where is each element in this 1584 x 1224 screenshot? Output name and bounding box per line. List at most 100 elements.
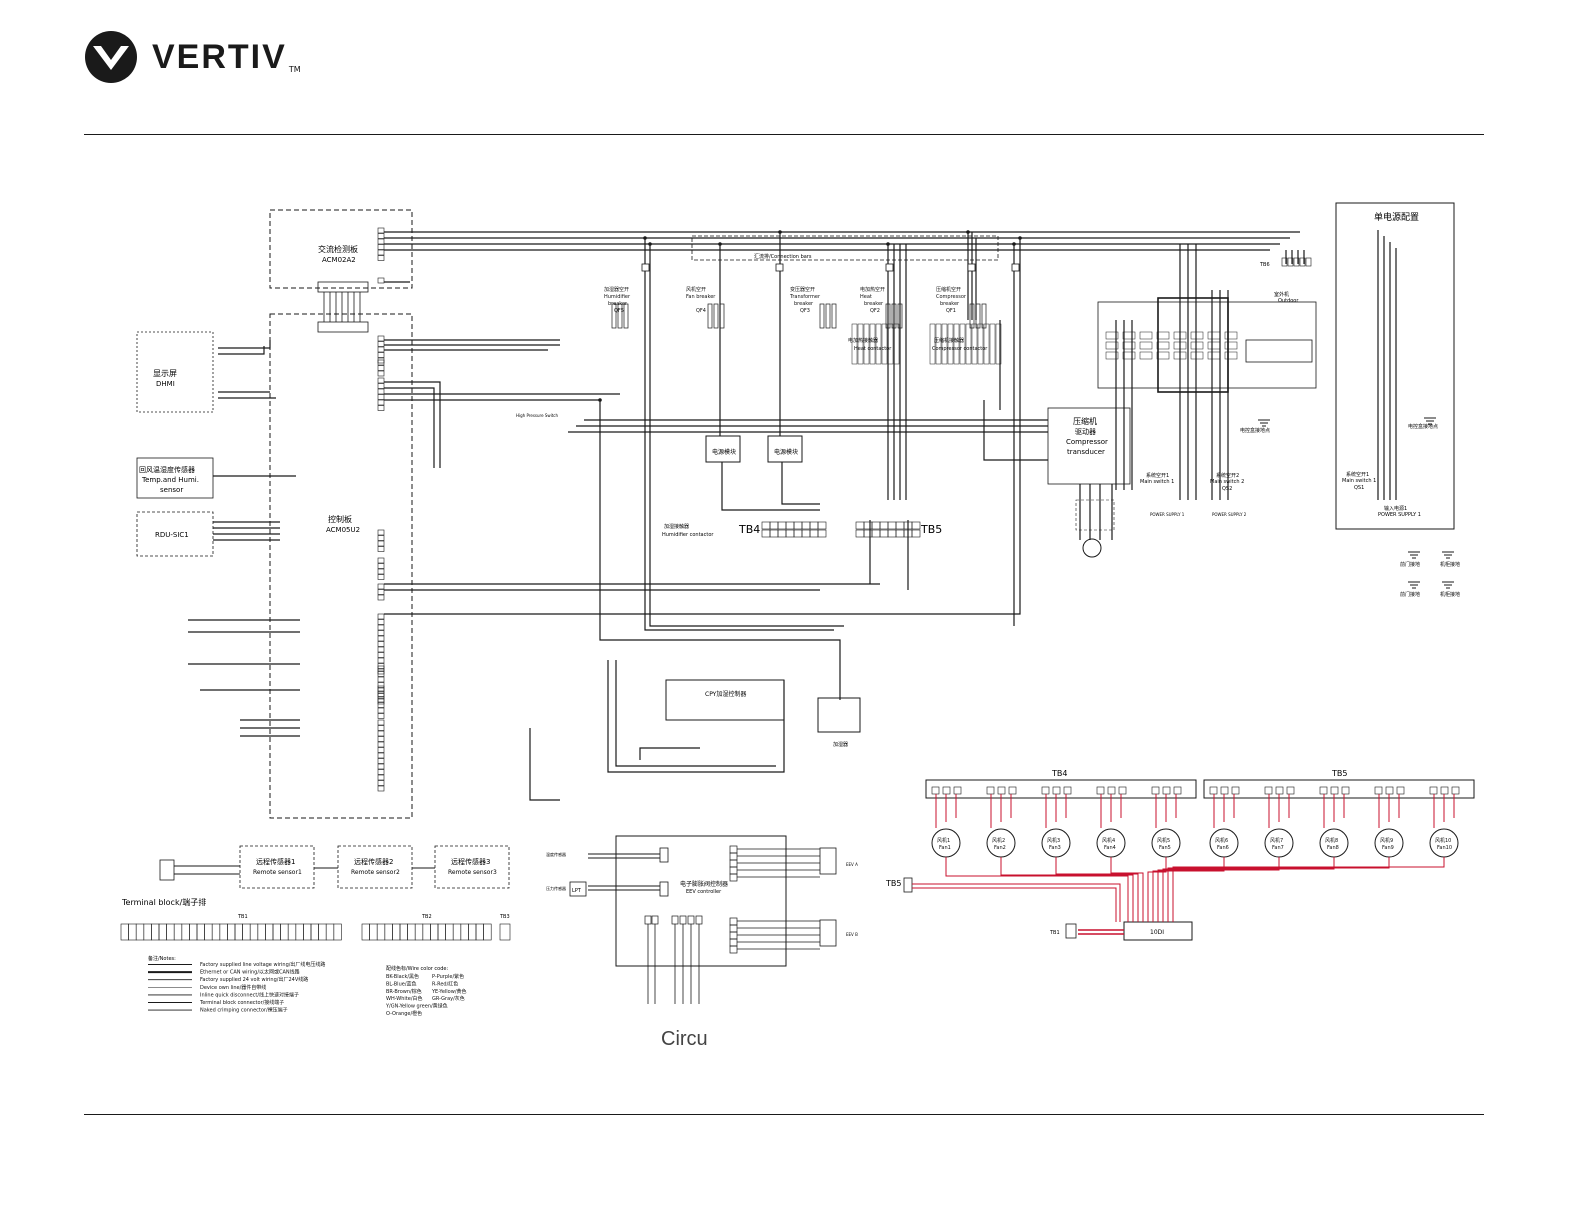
wire-segment	[983, 320, 1048, 461]
tb2-cell	[407, 923, 416, 941]
terminal-block-label: Terminal block/端子排	[121, 897, 206, 907]
fan-en-label: Fan7	[1272, 845, 1284, 851]
remote-sensor-2-title: 远程传感器2	[354, 857, 393, 866]
wire-junction	[966, 230, 970, 234]
comp-contactor-pole	[989, 323, 996, 365]
tb1-cell	[318, 923, 327, 941]
wire-junction	[648, 242, 652, 246]
tb4-terminal	[769, 529, 779, 538]
brand-name: VERTIV	[152, 37, 287, 76]
board-pin	[377, 785, 385, 792]
bus-terminal	[967, 263, 976, 272]
breaker-pole	[819, 303, 825, 329]
fan-power-wire	[1323, 794, 1345, 828]
wire-segment	[1079, 484, 1113, 540]
eev-a-pin	[729, 873, 738, 882]
acm-detect-board	[269, 209, 413, 819]
fan-signal-wire	[1152, 857, 1225, 922]
board-pin	[377, 665, 385, 672]
tb1-cell	[173, 923, 183, 941]
comp-contactor-pole	[983, 323, 990, 365]
tb5-terminal	[871, 529, 881, 538]
wire-junction	[778, 230, 782, 234]
main-switch1-en-label: Main switch 1	[1140, 479, 1174, 485]
breaker-en1: Fan breaker	[686, 294, 716, 300]
board-pin	[377, 568, 385, 575]
contact-cell	[1105, 351, 1119, 360]
tb5-small-terminal	[903, 877, 913, 893]
fan-signal-wire	[1110, 857, 1144, 922]
contact-cell	[1207, 341, 1221, 350]
board-pin	[377, 624, 385, 631]
pressure-sensor-label: 压力传感器	[546, 885, 566, 891]
tb2-cell	[468, 923, 477, 941]
heat-contactor-pole	[893, 323, 900, 365]
acm-detect-subtitle: ACM02A2	[322, 256, 356, 264]
board-pin	[377, 652, 385, 658]
tb4-terminal	[761, 529, 771, 538]
fan-signal-wire	[945, 857, 1129, 922]
wire-segment	[615, 660, 776, 767]
eev-bottom-pin	[679, 915, 687, 925]
breaker-tag: QF3	[800, 308, 810, 314]
wire-color-entry: O-Orange/橙色	[386, 1010, 422, 1017]
breaker-cn: 压缩机空开	[936, 286, 961, 293]
board-pin	[377, 741, 385, 748]
comp-contactor-pole	[977, 323, 984, 365]
breaker-pole	[611, 303, 617, 329]
breaker-cn: 变压器空开	[790, 286, 815, 293]
contact-cell	[1122, 351, 1136, 360]
fan-cn-label: 风机6	[1215, 837, 1228, 844]
tb1-cell	[128, 923, 137, 941]
contact-cell	[1139, 341, 1153, 350]
wire-junction	[598, 398, 602, 402]
board-pin	[377, 405, 385, 411]
board-pin	[377, 255, 385, 261]
fan-tb5-strip	[1203, 779, 1475, 799]
outdoor-terminal	[1245, 339, 1313, 363]
tb5-terminal	[879, 529, 889, 538]
fan-signal-wire	[1172, 857, 1445, 922]
wire-segment	[188, 619, 300, 691]
tb1-cell	[196, 923, 205, 941]
fan-en-label: Fan10	[1437, 845, 1452, 851]
main-switch1-label: 系统空开1	[1146, 472, 1169, 479]
temp-humi-subtitle: Temp.and Humi.	[141, 476, 199, 484]
comp-contactor-pole	[947, 323, 954, 365]
fan-terminal	[931, 786, 940, 795]
tb2-cell	[445, 923, 454, 941]
tb4-terminal	[809, 521, 819, 530]
wire-segment	[967, 232, 977, 320]
tb1-cell	[135, 923, 145, 941]
board-pin	[377, 388, 385, 395]
comp-trans-line2: 驱动器	[1075, 427, 1096, 436]
fan-terminal	[1319, 786, 1328, 795]
tb1-cell	[219, 923, 228, 941]
fan-terminal	[1209, 786, 1218, 795]
tb1-cell	[204, 923, 213, 941]
fan-tb5-label: TB5	[1331, 769, 1347, 778]
tb6-terminal	[1299, 257, 1306, 267]
contact-cell	[1122, 331, 1136, 340]
tb4-tb5-terminals	[761, 521, 921, 538]
tb4-terminal	[801, 529, 811, 538]
tb2-cell	[384, 923, 393, 941]
board-pin	[377, 277, 385, 284]
board-pin	[377, 698, 385, 705]
lpt-label: LPT	[572, 888, 582, 894]
fan-terminal	[997, 786, 1006, 795]
tb5-terminal	[879, 521, 889, 530]
eev-bottom-pin	[671, 915, 679, 925]
tb4-terminal	[809, 529, 819, 538]
tb2-cell	[369, 923, 378, 941]
breaker-pole	[825, 303, 831, 329]
fan-terminal	[1275, 786, 1284, 795]
contactor-frame	[1097, 301, 1317, 389]
fan-terminal	[1107, 786, 1116, 795]
board-pin	[377, 774, 385, 781]
single-power-qs1: QS1	[1354, 485, 1364, 491]
display-title: 显示屏	[153, 369, 177, 378]
fan-power-wire	[1155, 794, 1177, 828]
wire-color-entry: BK-Black/黑色	[386, 973, 419, 980]
fan-terminal	[953, 786, 962, 795]
